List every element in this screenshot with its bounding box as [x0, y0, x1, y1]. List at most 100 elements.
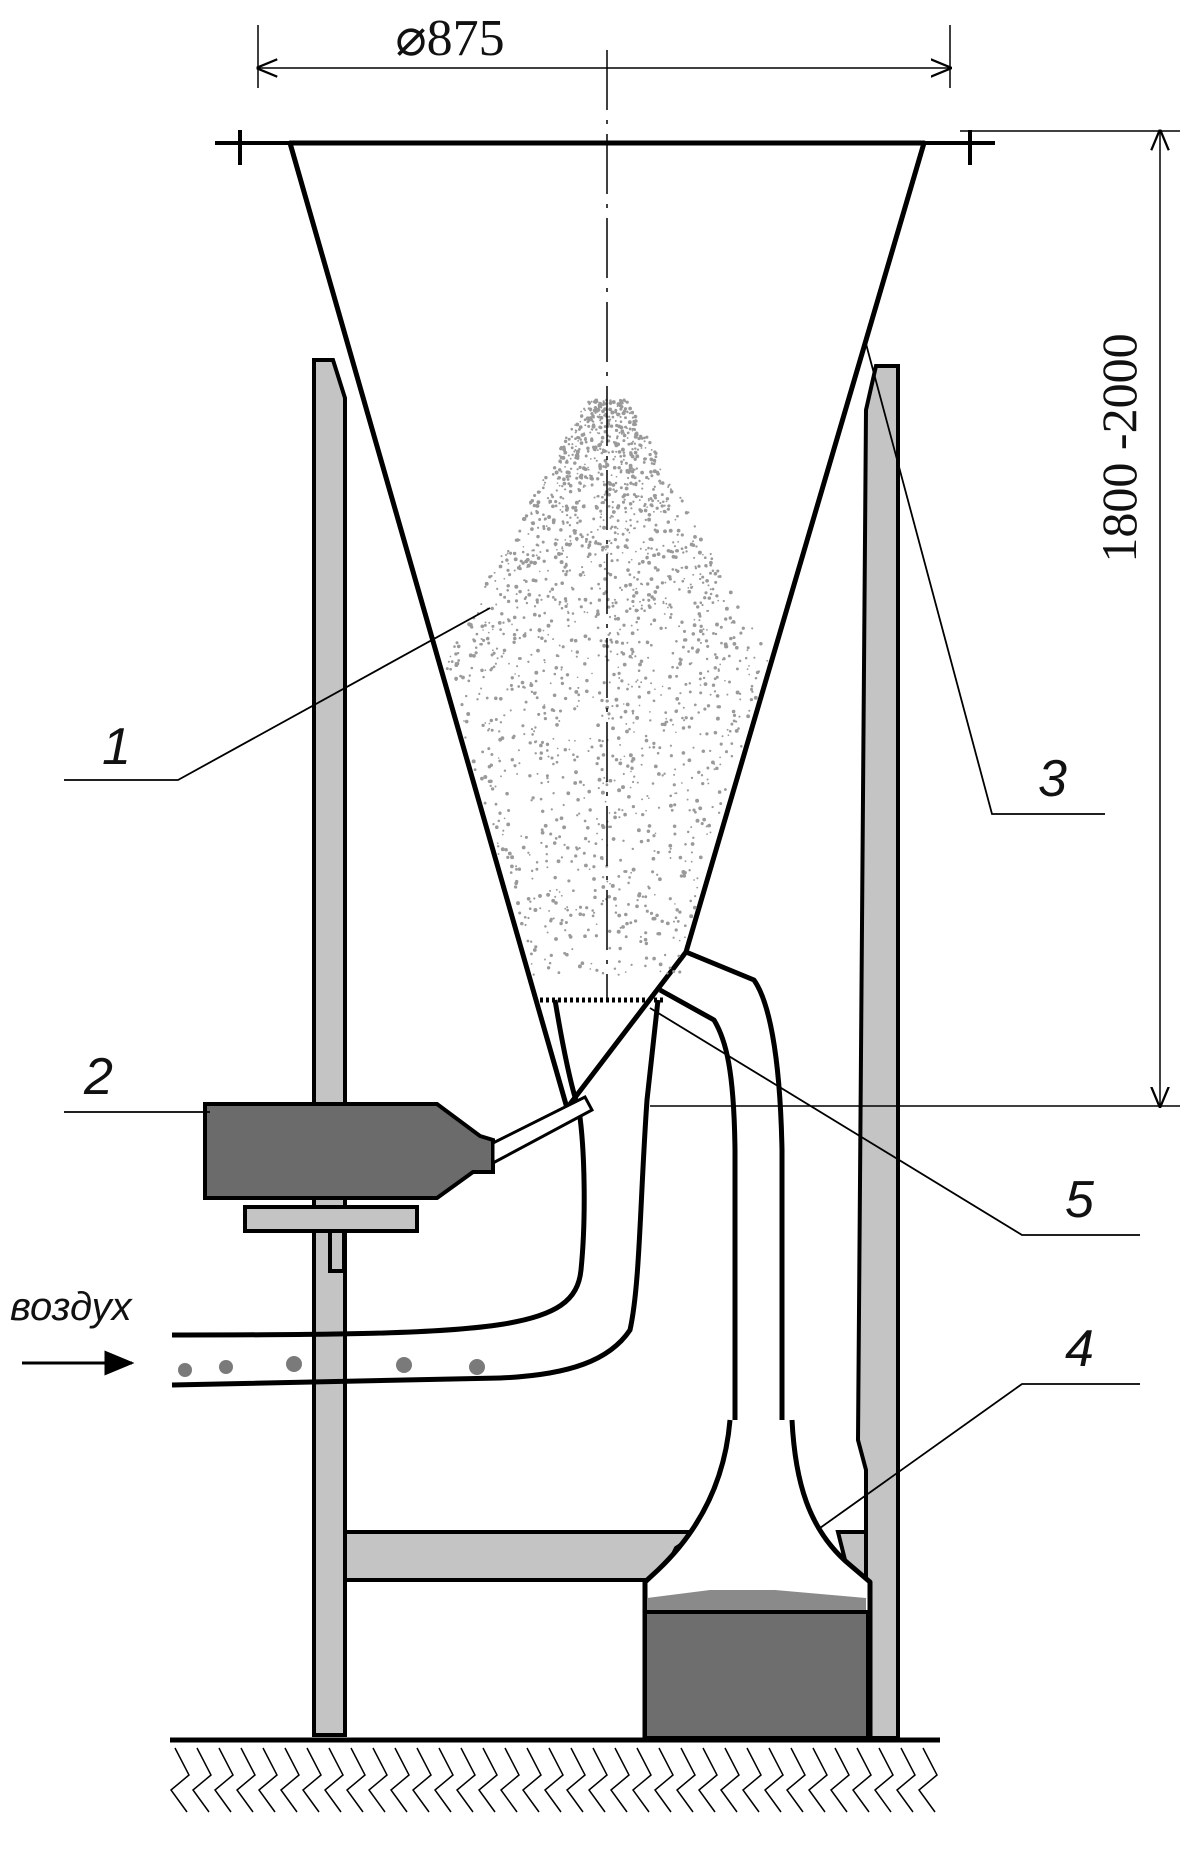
- powder-speck: [543, 716, 548, 721]
- hatch-stroke: [807, 1747, 828, 1813]
- powder-speck: [662, 722, 667, 727]
- powder-speck: [605, 548, 607, 551]
- powder-speck: [633, 457, 637, 461]
- powder-speck: [616, 405, 619, 408]
- powder-speck: [570, 446, 574, 450]
- powder-speck: [582, 504, 586, 507]
- hatch-stroke: [301, 1747, 322, 1813]
- powder-speck: [618, 816, 621, 819]
- powder-speck: [653, 485, 656, 488]
- powder-speck: [633, 919, 638, 923]
- powder-speck: [690, 586, 693, 589]
- powder-speck: [630, 871, 633, 874]
- powder-speck: [664, 711, 668, 714]
- powder-speck: [637, 562, 641, 566]
- powder-speck: [711, 587, 715, 591]
- powder-speck: [621, 785, 625, 790]
- powder-speck: [709, 693, 712, 696]
- powder-speck: [641, 895, 645, 899]
- hatch-stroke: [455, 1747, 476, 1813]
- powder-speck: [553, 598, 557, 601]
- powder-speck: [521, 550, 525, 554]
- powder-speck: [601, 885, 606, 889]
- powder-speck: [611, 604, 615, 608]
- powder-speck: [672, 541, 675, 544]
- powder-speck: [562, 825, 567, 830]
- powder-speck: [534, 726, 537, 729]
- powder-speck: [644, 956, 649, 960]
- powder-speck: [697, 564, 701, 568]
- powder-speck: [586, 446, 590, 451]
- powder-speck: [620, 447, 625, 452]
- powder-speck: [602, 643, 607, 648]
- powder-speck: [519, 559, 523, 563]
- powder-speck: [593, 405, 598, 410]
- powder-speck: [610, 525, 614, 529]
- powder-speck: [564, 604, 568, 609]
- powder-speck: [484, 581, 489, 586]
- powder-speck: [695, 545, 698, 548]
- powder-speck: [721, 735, 724, 738]
- powder-speck: [566, 618, 570, 622]
- powder-speck: [630, 770, 632, 773]
- powder-speck: [567, 454, 570, 457]
- powder-speck: [600, 768, 604, 772]
- hatch-stroke: [785, 1747, 806, 1813]
- powder-speck: [625, 538, 629, 542]
- powder-speck: [692, 573, 695, 576]
- powder-speck: [528, 774, 532, 778]
- powder-speck: [576, 436, 580, 439]
- powder-speck: [622, 433, 627, 438]
- powder-speck: [709, 552, 712, 556]
- powder-speck: [578, 912, 583, 916]
- powder-speck: [611, 415, 615, 419]
- powder-speck: [704, 639, 709, 643]
- powder-speck: [673, 545, 677, 548]
- powder-speck: [683, 719, 686, 722]
- powder-speck: [505, 791, 509, 796]
- powder-speck: [615, 437, 619, 440]
- powder-speck: [625, 400, 629, 404]
- powder-speck: [575, 476, 579, 480]
- powder-speck: [590, 530, 593, 534]
- powder-speck: [701, 581, 705, 584]
- powder-speck: [668, 576, 671, 579]
- powder-speck: [634, 423, 638, 426]
- powder-speck: [551, 473, 555, 476]
- powder-speck: [498, 696, 503, 701]
- powder-speck: [659, 482, 662, 485]
- powder-speck: [628, 531, 631, 534]
- powder-speck: [672, 969, 676, 974]
- powder-speck: [696, 638, 701, 642]
- powder-speck: [602, 465, 605, 468]
- powder-speck: [492, 823, 495, 826]
- powder-speck: [481, 750, 485, 754]
- powder-speck: [588, 474, 592, 477]
- powder-speck: [728, 729, 732, 733]
- powder-speck: [561, 776, 565, 779]
- powder-speck: [630, 631, 635, 636]
- powder-speck: [639, 935, 642, 938]
- powder-speck: [655, 913, 659, 918]
- powder-speck: [663, 529, 667, 534]
- powder-speck: [617, 913, 622, 918]
- powder-speck: [647, 517, 652, 522]
- powder-speck: [679, 692, 682, 695]
- powder-speck: [617, 973, 620, 976]
- powder-speck: [699, 601, 703, 605]
- powder-speck: [615, 904, 618, 907]
- powder-speck: [529, 900, 532, 903]
- powder-speck: [572, 889, 575, 893]
- powder-speck: [598, 563, 603, 568]
- powder-speck: [706, 670, 710, 673]
- powder-speck: [702, 676, 706, 680]
- powder-speck: [681, 500, 684, 503]
- powder-speck: [719, 742, 723, 746]
- leader-4: [819, 1383, 1140, 1529]
- powder-speck: [540, 740, 545, 744]
- powder-speck: [576, 468, 579, 471]
- powder-speck: [600, 421, 604, 425]
- powder-speck: [491, 628, 494, 631]
- powder-speck: [506, 552, 509, 555]
- powder-speck: [510, 687, 514, 691]
